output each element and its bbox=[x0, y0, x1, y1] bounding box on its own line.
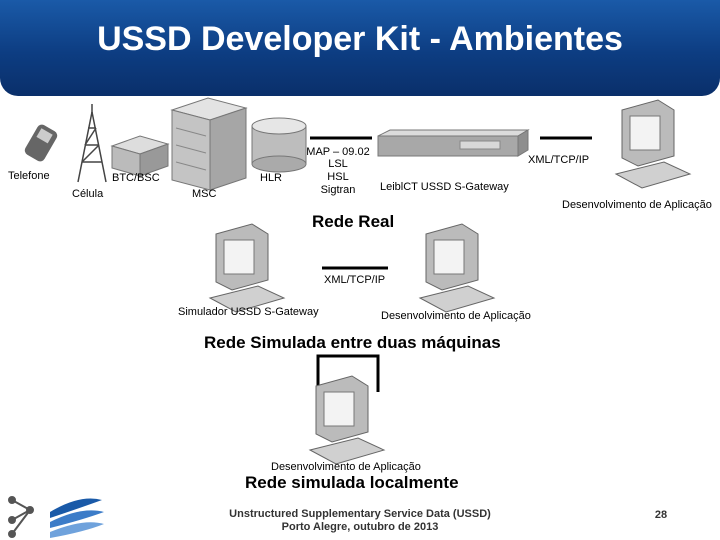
phone-icon bbox=[24, 124, 58, 162]
label-btc-bsc: BTC/BSC bbox=[112, 172, 160, 184]
footer-line-2: Porto Alegre, outubro de 2013 bbox=[281, 521, 439, 533]
network-logo-icon bbox=[8, 496, 34, 538]
page-title: USSD Developer Kit - Ambientes bbox=[97, 20, 623, 58]
label-gateway: LeiblCT USSD S-Gateway bbox=[380, 181, 509, 193]
heading-rede-local: Rede simulada localmente bbox=[245, 473, 459, 492]
label-xml-sim: XML/TCP/IP bbox=[324, 274, 386, 286]
label-protocol-sigtran: Sigtran bbox=[320, 184, 356, 196]
heading-rede-simulada: Rede Simulada entre duas máquinas bbox=[204, 333, 501, 352]
bsc-box-icon bbox=[110, 135, 170, 177]
heading-rede-real: Rede Real bbox=[312, 212, 395, 231]
computer-icon-real bbox=[614, 99, 692, 189]
label-dev-app-real: Desenvolvimento de Aplicação bbox=[562, 199, 712, 211]
hlr-database-icon bbox=[251, 117, 307, 173]
label-protocol-lsl: LSL bbox=[328, 158, 348, 170]
msc-rack-icon bbox=[170, 97, 248, 191]
label-dev-app-sim: Desenvolvimento de Aplicação bbox=[381, 310, 531, 322]
computer-icon-local bbox=[308, 375, 386, 465]
cell-tower-icon bbox=[77, 104, 107, 183]
link-local-loop bbox=[316, 354, 380, 392]
label-protocol-hsl: HSL bbox=[327, 171, 349, 183]
header-banner bbox=[0, 0, 720, 96]
label-simulator: Simulador USSD S-Gateway bbox=[178, 306, 319, 318]
label-protocol-map: MAP – 09.02 bbox=[306, 146, 370, 158]
label-hlr: HLR bbox=[260, 172, 283, 184]
label-dev-app-local: Desenvolvimento de Aplicação bbox=[271, 461, 421, 473]
gateway-server-icon bbox=[377, 129, 530, 157]
computer-icon-simulator bbox=[208, 223, 286, 313]
footer-line-1: Unstructured Supplementary Service Data … bbox=[229, 508, 491, 520]
wave-logo-icon bbox=[50, 498, 104, 538]
computer-icon-sim-dev bbox=[418, 223, 496, 313]
label-xml-real: XML/TCP/IP bbox=[528, 154, 590, 166]
label-msc: MSC bbox=[192, 188, 217, 200]
label-telefone: Telefone bbox=[8, 170, 50, 182]
label-celula: Célula bbox=[72, 188, 104, 200]
page-number: 28 bbox=[654, 509, 668, 521]
